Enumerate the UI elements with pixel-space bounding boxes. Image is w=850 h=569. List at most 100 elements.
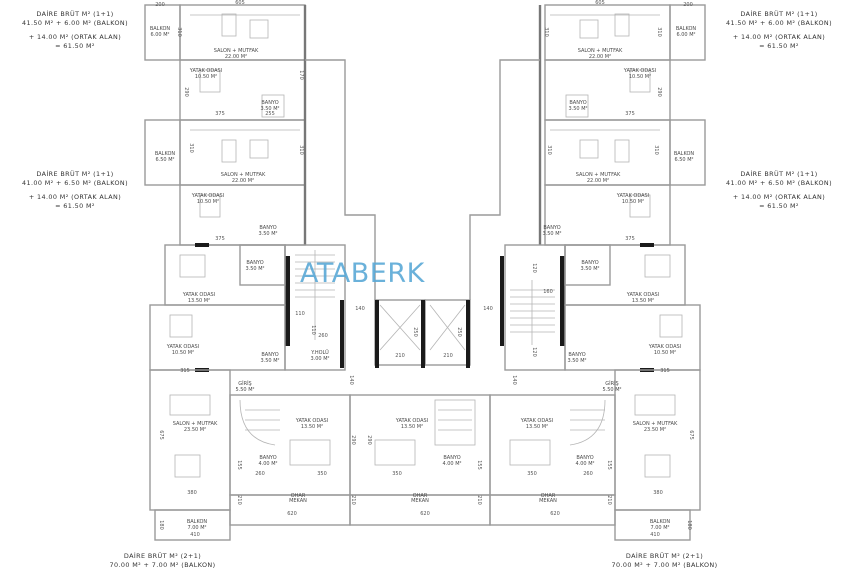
dim-110-b: 110 — [310, 325, 316, 335]
label-yatak-l3: YATAK ODASI — [166, 344, 199, 350]
dim-315-r: 315 — [660, 368, 670, 374]
dim-210-d: 210 — [350, 495, 356, 505]
label-yatak-br: YATAK ODASI — [520, 418, 553, 424]
label-balkon-tr-area: 6.00 M² — [676, 32, 695, 38]
area-line: 41.00 M² + 6.50 M² (BALKON) — [22, 178, 128, 187]
label-banyo-bc-area: 4.00 M² — [442, 461, 461, 467]
label-banyo-r3-area: 3.50 M² — [567, 358, 586, 364]
label-yatak-bl-area: 13.50 M² — [301, 424, 323, 430]
label-yatak-tr-area: 10.50 M² — [629, 74, 651, 80]
dim-200-r: 200 — [683, 2, 693, 8]
label-banyo-bl: BANYO — [259, 455, 276, 461]
label-salon-ml-area: 22.00 M² — [232, 178, 254, 184]
label-yatak-r2: YATAK ODASI — [626, 292, 659, 298]
dim-310-a: 310 — [176, 27, 182, 37]
label-balkon-br-area: 7.00 M² — [650, 525, 669, 531]
label-yatak-l2: YATAK ODASI — [182, 292, 215, 298]
area-line: 70.00 M² + 7.00 M² (BALKON) — [109, 560, 216, 569]
dim-260-c: 260 — [583, 471, 593, 477]
label-mekan-c: MEKAN — [411, 498, 429, 504]
label-banyo-mr: BANYO — [543, 225, 560, 231]
label-balkon-mr-area: 6.50 M² — [674, 157, 693, 163]
label-salon-mr: SALON + MUTFAK — [576, 172, 621, 178]
logo-watermark: ATABERK — [300, 258, 440, 298]
label-salon-tr: SALON + MUTFAK — [578, 48, 623, 54]
label-yatak-ml: YATAK ODASI — [191, 193, 224, 199]
dim-310-e: 310 — [656, 27, 662, 37]
label-ohar-r: OHAR — [541, 493, 556, 499]
dim-410-r: 410 — [650, 532, 660, 538]
dim-260-b: 260 — [255, 471, 265, 477]
dim-620-b: 620 — [420, 511, 430, 517]
area-info-bottom-left: DAİRE BRÜT M² (2+1) 70.00 M² + 7.00 M² (… — [90, 552, 235, 569]
dim-140-l: 140 — [355, 306, 365, 312]
area-line: 70.00 M² + 7.00 M² (BALKON) — [611, 560, 718, 569]
dim-350-a: 350 — [317, 471, 327, 477]
dim-250-b: 250 — [456, 327, 462, 337]
dim-310-d: 310 — [543, 27, 549, 37]
label-banyo-r3: BANYO — [568, 352, 585, 358]
dim-155-a: 155 — [236, 460, 242, 470]
label-yatak-bc-area: 13.50 M² — [401, 424, 423, 430]
label-banyo-bl-area: 4.00 M² — [258, 461, 277, 467]
area-line: 41.50 M² + 6.00 M² (BALKON) — [726, 18, 832, 27]
dim-250-a: 250 — [412, 327, 418, 337]
dim-375-b: 375 — [215, 236, 225, 242]
label-salon-bl-area: 23.50 M² — [184, 427, 206, 433]
dim-290-c: 290 — [366, 435, 372, 445]
dim-200-l: 200 — [155, 2, 165, 8]
label-giris-r: GİRİŞ — [605, 380, 618, 387]
dim-375-d: 375 — [625, 111, 635, 117]
dim-350-c: 350 — [527, 471, 537, 477]
left-upper-unit — [144, 4, 307, 246]
right-upper-unit — [538, 4, 706, 246]
dim-120-b: 120 — [531, 347, 537, 357]
label-yatak-ml-area: 10.50 M² — [197, 199, 219, 205]
dim-315-l: 315 — [180, 368, 190, 374]
label-salon-bl: SALON + MUTFAK — [173, 421, 218, 427]
area-info-bottom-right: DAİRE BRÜT M² (2+1) 70.00 M² + 7.00 M² (… — [592, 552, 737, 569]
label-banyo-ml: BANYO — [259, 225, 276, 231]
area-line: DAİRE BRÜT M² (2+1) — [625, 552, 704, 560]
label-yatak-bc: YATAK ODASI — [395, 418, 428, 424]
label-balkon-ml-area: 6.50 M² — [155, 157, 174, 163]
dim-290-r: 290 — [656, 87, 662, 97]
dim-310-b: 310 — [188, 143, 194, 153]
label-ohar-c: OHAR — [413, 493, 428, 499]
dim-290-l: 290 — [183, 87, 189, 97]
label-yatak-mr: YATAK ODASI — [616, 193, 649, 199]
dim-380-r: 380 — [653, 490, 663, 496]
right-stair — [510, 280, 555, 345]
label-balkon-br: BALKON — [650, 519, 671, 525]
area-line: DAİRE BRÜT M² (1+1) — [740, 10, 818, 18]
area-line: + 14.00 M² (ORTAK ALAN) — [28, 193, 122, 202]
right-bottom-unit — [489, 369, 701, 541]
area-line: + 14.00 M² (ORTAK ALAN) — [732, 33, 826, 42]
label-banyo-mr-area: 3.50 M² — [542, 231, 561, 237]
label-yatak-tl: YATAK ODASI — [189, 68, 222, 74]
dim-110-a: 110 — [295, 311, 305, 317]
dim-210-b: 210 — [443, 353, 453, 359]
label-balkon-mr: BALKON — [674, 151, 695, 157]
label-balkon-tl-area: 6.00 M² — [150, 32, 169, 38]
label-mekan-r: MEKAN — [539, 498, 557, 504]
area-line: DAİRE BRÜT M² (2+1) — [123, 552, 202, 560]
label-banyo-br-area: 4.00 M² — [575, 461, 594, 467]
label-yholu-area: 3.00 M² — [310, 356, 329, 362]
dim-260: 260 — [318, 333, 328, 339]
dim-605-r: 605 — [595, 0, 605, 6]
label-yatak-tl-area: 10.50 M² — [195, 74, 217, 80]
label-balkon-tl: BALKON — [150, 26, 171, 32]
label-salon-br-area: 23.50 M² — [644, 427, 666, 433]
dim-350-b: 350 — [392, 471, 402, 477]
dim-160: 160 — [543, 289, 553, 295]
area-info-mid-left: DAİRE BRÜT M² (1+1) 41.00 M² + 6.50 M² (… — [8, 170, 142, 210]
area-line: = 61.50 M² — [55, 41, 95, 50]
dim-410-l: 410 — [190, 532, 200, 538]
dim-210-e: 210 — [476, 495, 482, 505]
label-yatak-bl: YATAK ODASI — [295, 418, 328, 424]
label-ohar-l: OHAR — [291, 493, 306, 499]
area-line: + 14.00 M² (ORTAK ALAN) — [732, 193, 826, 202]
label-giris-l: GİRİŞ — [238, 380, 251, 387]
